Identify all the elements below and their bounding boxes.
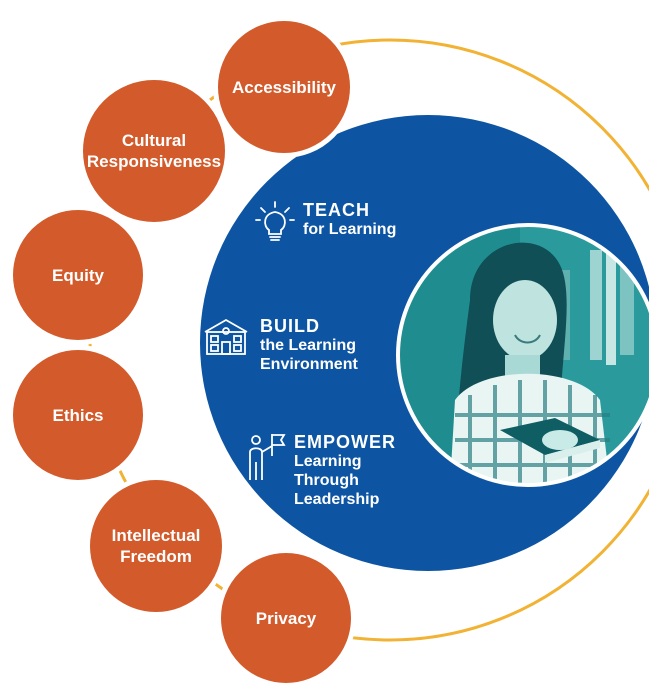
value-label: Ethics — [52, 405, 104, 425]
practice-subtitle: for Learning — [303, 221, 397, 238]
value-circle-privacy: Privacy — [216, 548, 356, 683]
practice-heading: BUILD — [260, 316, 320, 336]
practice-build: BUILD the Learning Environment — [200, 316, 358, 374]
practice-subtitle: the Learning Environment — [260, 337, 358, 373]
practice-teach: TEACH for Learning — [255, 200, 396, 244]
value-label: Cultural Responsiveness — [86, 131, 222, 171]
value-circle-ethics: Ethics — [8, 345, 148, 485]
value-circle-intellectual-freedom: Intellectual Freedom — [85, 475, 227, 617]
photo-frame — [396, 223, 649, 487]
value-label: Intellectual Freedom — [111, 526, 201, 566]
practice-empower: EMPOWER Learning Through Leadership — [246, 432, 396, 509]
leader-flag-icon — [249, 434, 286, 480]
practice-subtitle: Learning Through Leadership — [294, 453, 380, 508]
practice-heading: TEACH — [303, 200, 370, 220]
value-circle-cultural-responsiveness: Cultural Responsiveness — [78, 75, 230, 227]
practice-heading: EMPOWER — [294, 432, 397, 452]
girl-reading-book-image — [398, 225, 649, 485]
value-label: Privacy — [255, 608, 317, 628]
value-label: Equity — [52, 265, 104, 285]
value-circle-equity: Equity — [8, 205, 148, 345]
lightbulb-icon — [255, 201, 295, 241]
school-building-icon — [204, 318, 248, 355]
value-label: Accessibility — [232, 77, 336, 97]
value-circle-accessibility: Accessibility — [213, 16, 355, 158]
